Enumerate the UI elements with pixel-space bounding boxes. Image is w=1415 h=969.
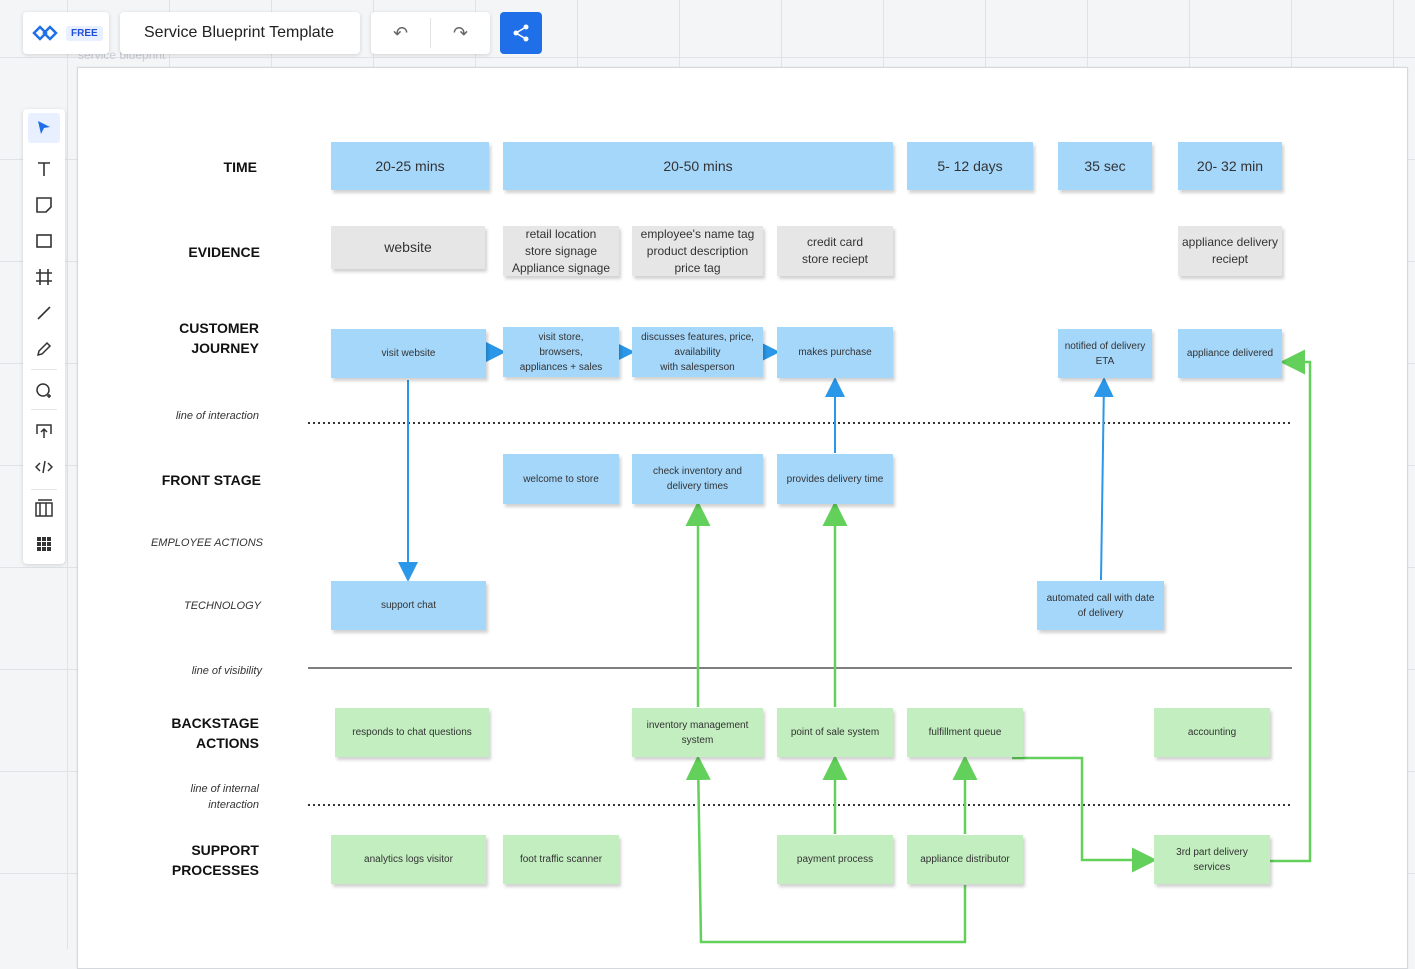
sticky-note[interactable]: accounting bbox=[1154, 708, 1270, 757]
logo-box[interactable]: FREE bbox=[23, 12, 109, 54]
sticky-note[interactable]: check inventory and delivery times bbox=[632, 454, 763, 504]
line-tool[interactable] bbox=[28, 298, 60, 328]
sticky-note[interactable]: 20-25 mins bbox=[331, 142, 489, 190]
redo-button[interactable]: ↷ bbox=[431, 12, 490, 54]
select-icon bbox=[38, 121, 50, 134]
sticky-note[interactable]: appliance delivery reciept bbox=[1178, 226, 1282, 276]
line-icon bbox=[37, 306, 51, 320]
rectangle-icon bbox=[36, 234, 52, 248]
rectangle-tool[interactable] bbox=[28, 226, 60, 256]
row-label-evidence: EVIDENCE bbox=[188, 244, 260, 260]
left-toolbar bbox=[23, 109, 65, 564]
share-button[interactable] bbox=[500, 12, 542, 54]
row-label-front-stage: FRONT STAGE bbox=[161, 472, 261, 488]
sticky-note[interactable]: 3rd part delivery services bbox=[1154, 835, 1270, 884]
sticky-note[interactable]: retail location store signage Appliance … bbox=[503, 226, 619, 276]
sticky-note[interactable]: analytics logs visitor bbox=[331, 835, 486, 884]
blueprint-connectors bbox=[308, 342, 1312, 944]
sticky-note[interactable]: 5- 12 days bbox=[907, 142, 1033, 190]
history-controls: ↶ ↷ bbox=[371, 12, 490, 54]
frame-tool[interactable] bbox=[28, 262, 60, 292]
sticky-note[interactable]: appliance delivered bbox=[1178, 329, 1282, 378]
templates-icon bbox=[35, 499, 53, 517]
sticky-note[interactable]: point of sale system bbox=[777, 708, 893, 757]
toolbar-divider bbox=[31, 489, 57, 490]
label-line-of-visibility: line of visibility bbox=[191, 665, 262, 677]
text-tool[interactable] bbox=[28, 154, 60, 184]
sticky-note-icon bbox=[36, 197, 52, 213]
sticky-note[interactable]: fulfillment queue bbox=[907, 708, 1023, 757]
embed-code-icon bbox=[35, 460, 53, 474]
sticky-note[interactable]: provides delivery time bbox=[777, 454, 893, 504]
toolbar-divider bbox=[31, 409, 57, 410]
sticky-note[interactable]: visit store, browsers, appliances + sale… bbox=[503, 327, 619, 377]
sticky-note[interactable]: appliance distributor bbox=[907, 835, 1023, 884]
sticky-note[interactable]: employee's name tag product description … bbox=[632, 226, 763, 276]
frame-icon bbox=[36, 269, 52, 285]
sticky-note[interactable]: discusses features, price, availability … bbox=[632, 327, 763, 377]
select-tool[interactable] bbox=[28, 113, 60, 143]
row-label-time: TIME bbox=[223, 159, 257, 175]
apps-tool[interactable] bbox=[28, 529, 60, 559]
sticky-note[interactable]: payment process bbox=[777, 835, 893, 884]
app-logo-icon bbox=[32, 24, 58, 42]
share-icon bbox=[513, 24, 529, 42]
sticky-note[interactable]: 20-50 mins bbox=[503, 142, 893, 190]
text-icon bbox=[38, 162, 50, 176]
row-label-support-processes: SUPPORT PROCESSES bbox=[171, 842, 259, 878]
undo-icon: ↶ bbox=[392, 22, 409, 43]
sticky-note[interactable]: 20- 32 min bbox=[1178, 142, 1282, 190]
sticky-note[interactable]: inventory management system bbox=[632, 708, 763, 757]
sticky-note[interactable]: website bbox=[331, 226, 485, 269]
connector-call-to-notified bbox=[1093, 377, 1114, 581]
row-label-backstage-actions: BACKSTAGE ACTIONS bbox=[171, 715, 259, 751]
sticky-note[interactable]: automated call with date of delivery bbox=[1037, 581, 1164, 630]
upload-tool[interactable] bbox=[28, 416, 60, 446]
upload-icon bbox=[36, 424, 52, 438]
toolbar-divider bbox=[31, 369, 57, 370]
connector-distributor-to-inventory bbox=[685, 755, 967, 944]
lasso-tool[interactable] bbox=[28, 375, 60, 405]
apps-grid-icon bbox=[37, 537, 51, 551]
sticky-note-tool[interactable] bbox=[28, 190, 60, 220]
blueprint-board[interactable] bbox=[77, 67, 1408, 969]
label-line-of-interaction: line of interaction bbox=[175, 410, 259, 422]
connector-fulfillment-to-third-party bbox=[1012, 756, 1157, 873]
row-label-technology: TECHNOLOGY bbox=[183, 600, 261, 612]
sticky-note[interactable]: foot traffic scanner bbox=[503, 835, 619, 884]
label-line-of-internal-interaction: line of internal interaction bbox=[190, 783, 260, 811]
sticky-note[interactable]: credit card store reciept bbox=[777, 226, 893, 276]
connector-third-party-to-delivered bbox=[1270, 349, 1312, 863]
redo-icon: ↷ bbox=[452, 22, 469, 43]
sticky-note[interactable]: makes purchase bbox=[777, 327, 893, 378]
plan-badge: FREE bbox=[66, 25, 103, 41]
pen-tool[interactable] bbox=[28, 334, 60, 364]
lasso-icon bbox=[36, 383, 51, 398]
document-title[interactable]: Service Blueprint Template bbox=[144, 24, 335, 41]
doc-title-box[interactable]: Service Blueprint Template bbox=[120, 12, 360, 54]
pen-icon bbox=[36, 341, 52, 357]
sticky-note[interactable]: visit website bbox=[331, 329, 486, 378]
divider bbox=[430, 18, 431, 48]
embed-tool[interactable] bbox=[28, 452, 60, 482]
sticky-note[interactable]: support chat bbox=[331, 581, 486, 630]
undo-button[interactable]: ↶ bbox=[371, 12, 430, 54]
sticky-note[interactable]: welcome to store bbox=[503, 454, 619, 504]
templates-tool[interactable] bbox=[28, 493, 60, 523]
sticky-note[interactable]: notified of delivery ETA bbox=[1058, 329, 1152, 378]
row-label-customer-journey: CUSTOMER JOURNEY bbox=[179, 320, 259, 356]
sticky-note[interactable]: responds to chat questions bbox=[335, 708, 489, 757]
sticky-note[interactable]: 35 sec bbox=[1058, 142, 1152, 190]
row-label-employee-actions: EMPLOYEE ACTIONS bbox=[150, 537, 263, 549]
